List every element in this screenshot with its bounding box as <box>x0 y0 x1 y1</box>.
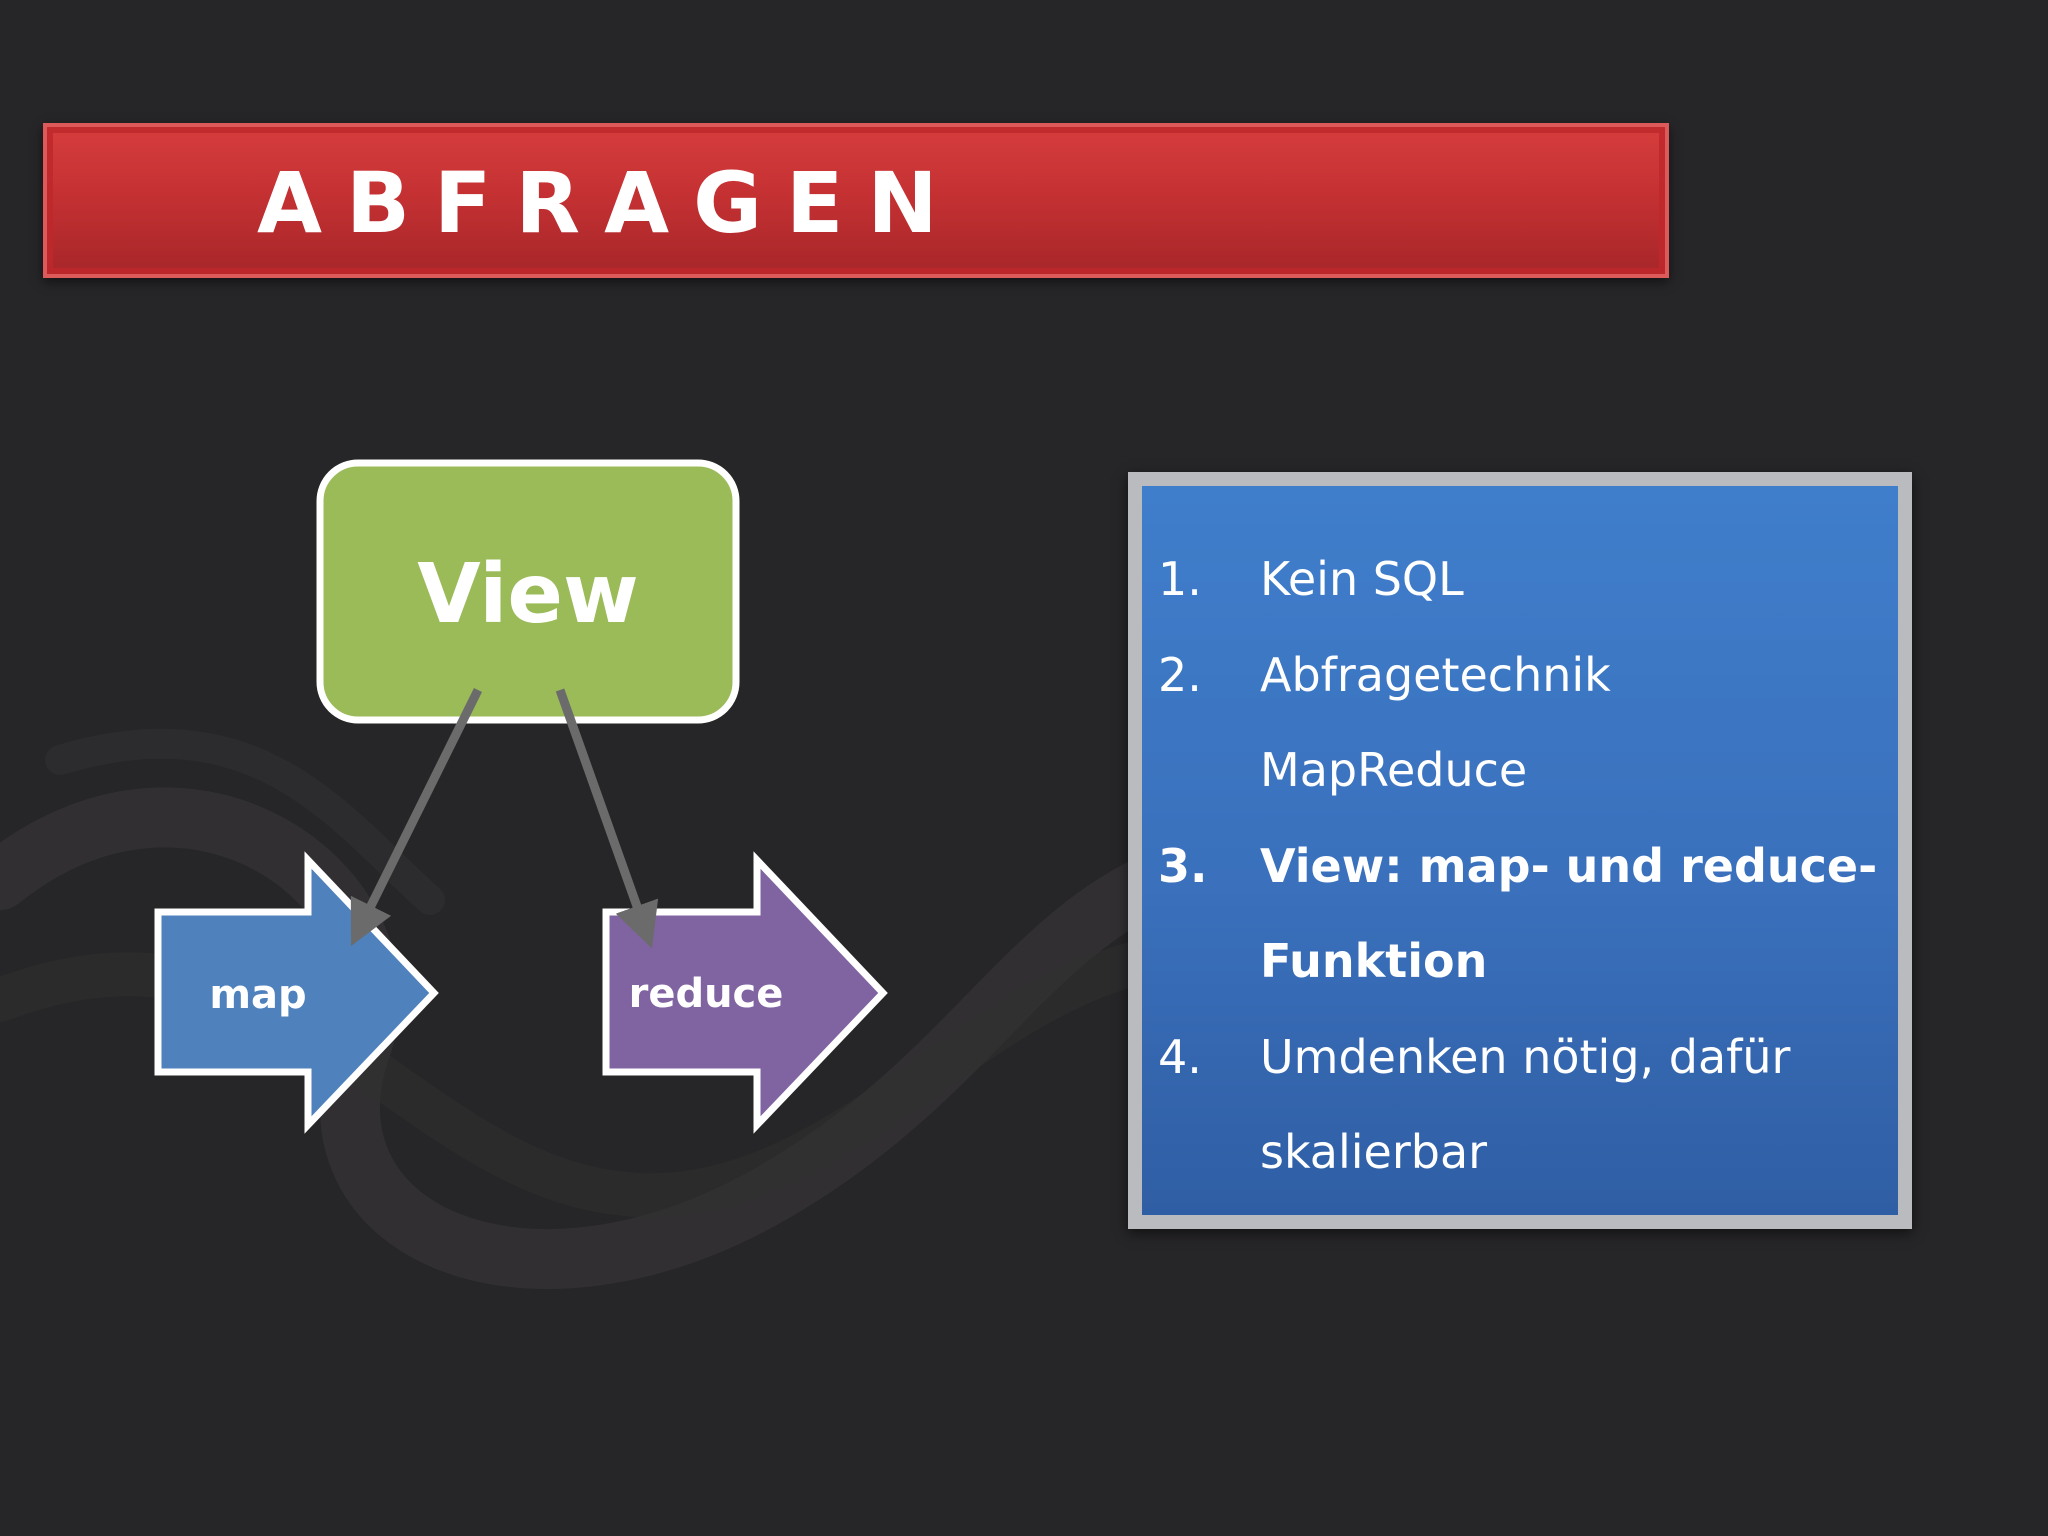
list-item: 4. Umdenken nötig, dafür <box>1158 1010 1878 1106</box>
list-item: MapReduce <box>1158 723 1878 819</box>
connector-view-to-reduce <box>555 688 659 949</box>
reduce-label: reduce <box>629 971 784 1017</box>
list-item-number <box>1158 1105 1260 1201</box>
slide-title: ABFRAGEN <box>257 154 962 252</box>
list-item-text: Kein SQL <box>1260 552 1464 606</box>
list-item-number: 2. <box>1158 647 1202 702</box>
reduce-arrow: reduce <box>602 851 888 1134</box>
title-bar: ABFRAGEN <box>43 123 1669 278</box>
list-item-text: MapReduce <box>1260 743 1528 797</box>
list-item: skalierbar <box>1158 1105 1878 1201</box>
list-item-number <box>1158 914 1260 1010</box>
connector-view-to-map <box>350 688 483 947</box>
list-item-text: skalierbar <box>1260 1125 1488 1179</box>
list-item-text: Umdenken nötig, dafür <box>1260 1029 1791 1084</box>
list-item-text: Funktion <box>1260 934 1488 988</box>
list-item: 2. Abfragetechnik <box>1158 628 1878 724</box>
list-item-number: 1. <box>1158 552 1202 606</box>
map-label: map <box>209 972 306 1018</box>
list-item-number: 4. <box>1158 1029 1202 1084</box>
list-item-text: Abfragetechnik <box>1260 647 1611 702</box>
list-item: 3. View: map- und reduce- <box>1158 819 1878 915</box>
list-item: 1. Kein SQL <box>1158 532 1878 628</box>
list-item: Funktion <box>1158 914 1878 1010</box>
list-item-number <box>1158 723 1260 819</box>
map-arrow: map <box>154 851 439 1134</box>
list-item-text: View: map- und reduce- <box>1260 838 1878 893</box>
view-label: View <box>417 547 639 642</box>
view-box: View <box>316 459 740 724</box>
list-item-number: 3. <box>1158 838 1208 893</box>
